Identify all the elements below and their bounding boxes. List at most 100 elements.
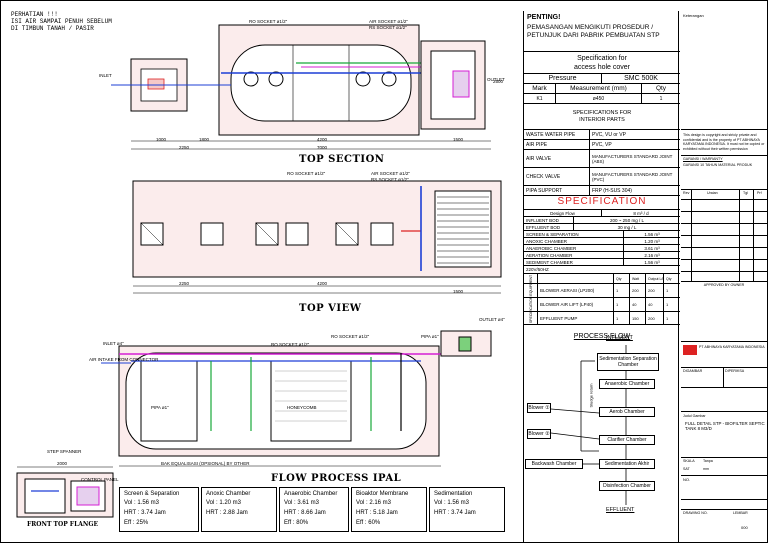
dim-1500-label: 1500 [453, 137, 464, 142]
equip-watt: 150 [630, 312, 646, 324]
cover-title-row: Specification for access hole cover [524, 51, 680, 73]
interior-item: CHECK VALVE [524, 168, 590, 185]
cover-cols-row: Mark Measurement (mm) Qty [524, 83, 680, 93]
chamber-label: ANOXIC CHAMBER [524, 238, 624, 244]
cover-title-line: access hole cover [573, 64, 631, 71]
equip-qty: 1 [614, 298, 630, 311]
chamber-card: Sedimentation Vol : 1.56 m3 HRT : 3.74 J… [429, 487, 505, 532]
card-eff: Eff : 60% [356, 520, 381, 526]
dim-1500-label: 1500 [453, 289, 464, 294]
top-view-drawing [132, 180, 502, 294]
cover-value-cell: 1 [659, 95, 663, 102]
cover-col-cell: Qty [655, 85, 667, 92]
flow-step: Disinfection Chamber [599, 481, 655, 491]
card-volume: Vol : 1.20 m3 [206, 500, 242, 506]
scale-value: Tanpa [703, 459, 713, 463]
chamber-volume: 1.56 m³ [644, 259, 660, 265]
spec-table: PENTING! PEMASANGAN MENGIKUTI PROSEDUR /… [523, 11, 680, 543]
interior-row: CHECK VALVE MANUFACTURERS STANDARD JOINT… [524, 167, 680, 185]
ro-socket-label: RO SOCKET ø1/2" [271, 342, 310, 347]
chamber-row: AERATION CHAMBER 2.16 m³ [524, 251, 680, 258]
inlet-label: INLET [99, 73, 112, 78]
approved-label: APPROVED BY OWNER [703, 283, 745, 287]
effluent-row: EFFLUENT BOD 30 mg / L [524, 223, 680, 230]
chamber-label: SEDIMENT CHAMBER [524, 259, 624, 265]
card-eff: Eff : 25% [124, 520, 149, 526]
equip-output: 200 [646, 312, 664, 324]
cover-col-cell: Measurement (mm) [556, 84, 642, 93]
front-view-title: FRONT TOP FLANGE [27, 521, 99, 528]
flow-sludge-return: Sludge return [588, 383, 594, 408]
cover-head-row: Pressure SMC 500K [524, 73, 680, 83]
card-volume: Vol : 1.56 m3 [434, 500, 470, 506]
cover-value-cell: ø450 [556, 94, 642, 103]
unit-label: SAT [683, 467, 690, 471]
chamber-volume: 1.56 m³ [644, 231, 660, 237]
chamber-volume: 2.16 m³ [644, 252, 660, 258]
card-hrt: HRT : 3.74 Jam [434, 510, 476, 516]
side-section-drawing [101, 330, 492, 467]
chamber-volume: 1.20 m³ [644, 238, 660, 244]
card-title: Screen & Separation [124, 491, 180, 497]
sheet-value: 000 [741, 525, 748, 530]
interior-value: MANUFACTURERS STANDARD JOINT (ABS) [592, 153, 673, 164]
dim-4200-label: 4200 [317, 281, 328, 286]
interior-row: WASTE WATER PIPE PVC, VU or VP [524, 129, 680, 139]
rev-head-cell: Prf [757, 191, 762, 195]
card-title: Sedimentation [434, 491, 473, 497]
rs-socket-label: RS SOCKET ø1/2" [371, 177, 409, 182]
revision-head: Rev Uraian Tgl Prf [681, 189, 768, 199]
pipa-label: PIPA ø1" [421, 334, 439, 339]
card-volume: Vol : 1.56 m3 [124, 500, 160, 506]
cover-title-line: Specification for [577, 55, 627, 62]
checked-label: DIPERIKSA [725, 369, 745, 373]
warning-title: PENTING! [527, 14, 561, 21]
cover-head-cell: Pressure [524, 74, 602, 83]
equip-qty2: 1 [666, 288, 669, 293]
card-volume: Vol : 3.61 m3 [284, 500, 320, 506]
rev-head-cell: Rev [683, 191, 690, 195]
equip-name: BLOWER AIR LIFT (LP40) [538, 298, 614, 311]
pipa-label: PIPA ø1" [151, 405, 169, 410]
flow-step: Clarifier Chamber [599, 435, 655, 445]
card-hrt: HRT : 2.88 Jam [206, 510, 248, 516]
card-title: Anoxic Chamber [206, 491, 251, 497]
note-line: PERHATIAN !!! [11, 11, 58, 18]
flow-blower-2: Blower ② [527, 429, 551, 439]
flow-influent: INFLUENT [606, 335, 633, 341]
spec-title-row: SPECIFICATION [524, 195, 680, 209]
control-panel-label: CONTROL PANEL [81, 477, 119, 482]
equip-watt: 200 [630, 284, 646, 297]
chamber-volume: 3.61 m³ [644, 245, 660, 251]
outlet-label: OUTLET ø4" [479, 317, 505, 322]
equip-qty2: 1 [666, 315, 669, 321]
interior-row: AIR VALVE MANUFACTURERS STANDARD JOINT (… [524, 149, 680, 167]
flow-step: Anaerobic Chamber [599, 379, 655, 389]
equip-watt: 40 [630, 298, 646, 311]
chamber-label: ANAEROBIC CHAMBER [524, 245, 624, 251]
equip-side-label: SPECIFICATION EQUIPMENT [529, 274, 533, 324]
warranty-text: GARANSI 10 TAHUN MATERIAL PRODUK [683, 163, 753, 167]
interior-value: MANUFACTURERS STANDARD JOINT (PVC) [592, 171, 673, 182]
interior-value: PVC, VU or VP [592, 131, 626, 138]
flow-step: Sedimentation Separation Chamber [597, 353, 659, 371]
influent-label: INFLUENT BOD [524, 217, 574, 223]
chamber-card: Anaerobic Chamber Vol : 3.61 m3 HRT : 8.… [279, 487, 349, 532]
equip-head-cell: Watt [630, 274, 646, 283]
dim-2000-label: 2000 [57, 461, 68, 466]
air-intake-label: AIR INTAKE FROM CONNECTOR [89, 357, 159, 362]
outlet-label: OUTLET [487, 77, 505, 82]
design-flow-value: 8 m³ / d [633, 210, 649, 216]
honeycomb-label: HONEYCOMB [287, 405, 317, 410]
warning-text-1: PEMASANGAN MENGIKUTI PROSEDUR / [527, 24, 654, 31]
effluent-value: 30 mg / L [617, 224, 637, 230]
dim-2500-label: 2500 [493, 79, 504, 84]
card-hrt: HRT : 3.74 Jam [124, 510, 166, 516]
interior-row: PIPA SUPPORT FRP (H-SUS 304) [524, 185, 680, 195]
warning-text-2: PETUNJUK DARI PABRIK PEMBUATAN STP [527, 32, 660, 39]
interior-row: AIR PIPE PVC, VP [524, 139, 680, 149]
design-flow-label: Design Flow [524, 210, 602, 216]
scale-label: SKALA [683, 459, 695, 463]
equip-head-cell: Output L/M [646, 274, 664, 283]
cover-value-row: K1 ø450 1 [524, 93, 680, 103]
